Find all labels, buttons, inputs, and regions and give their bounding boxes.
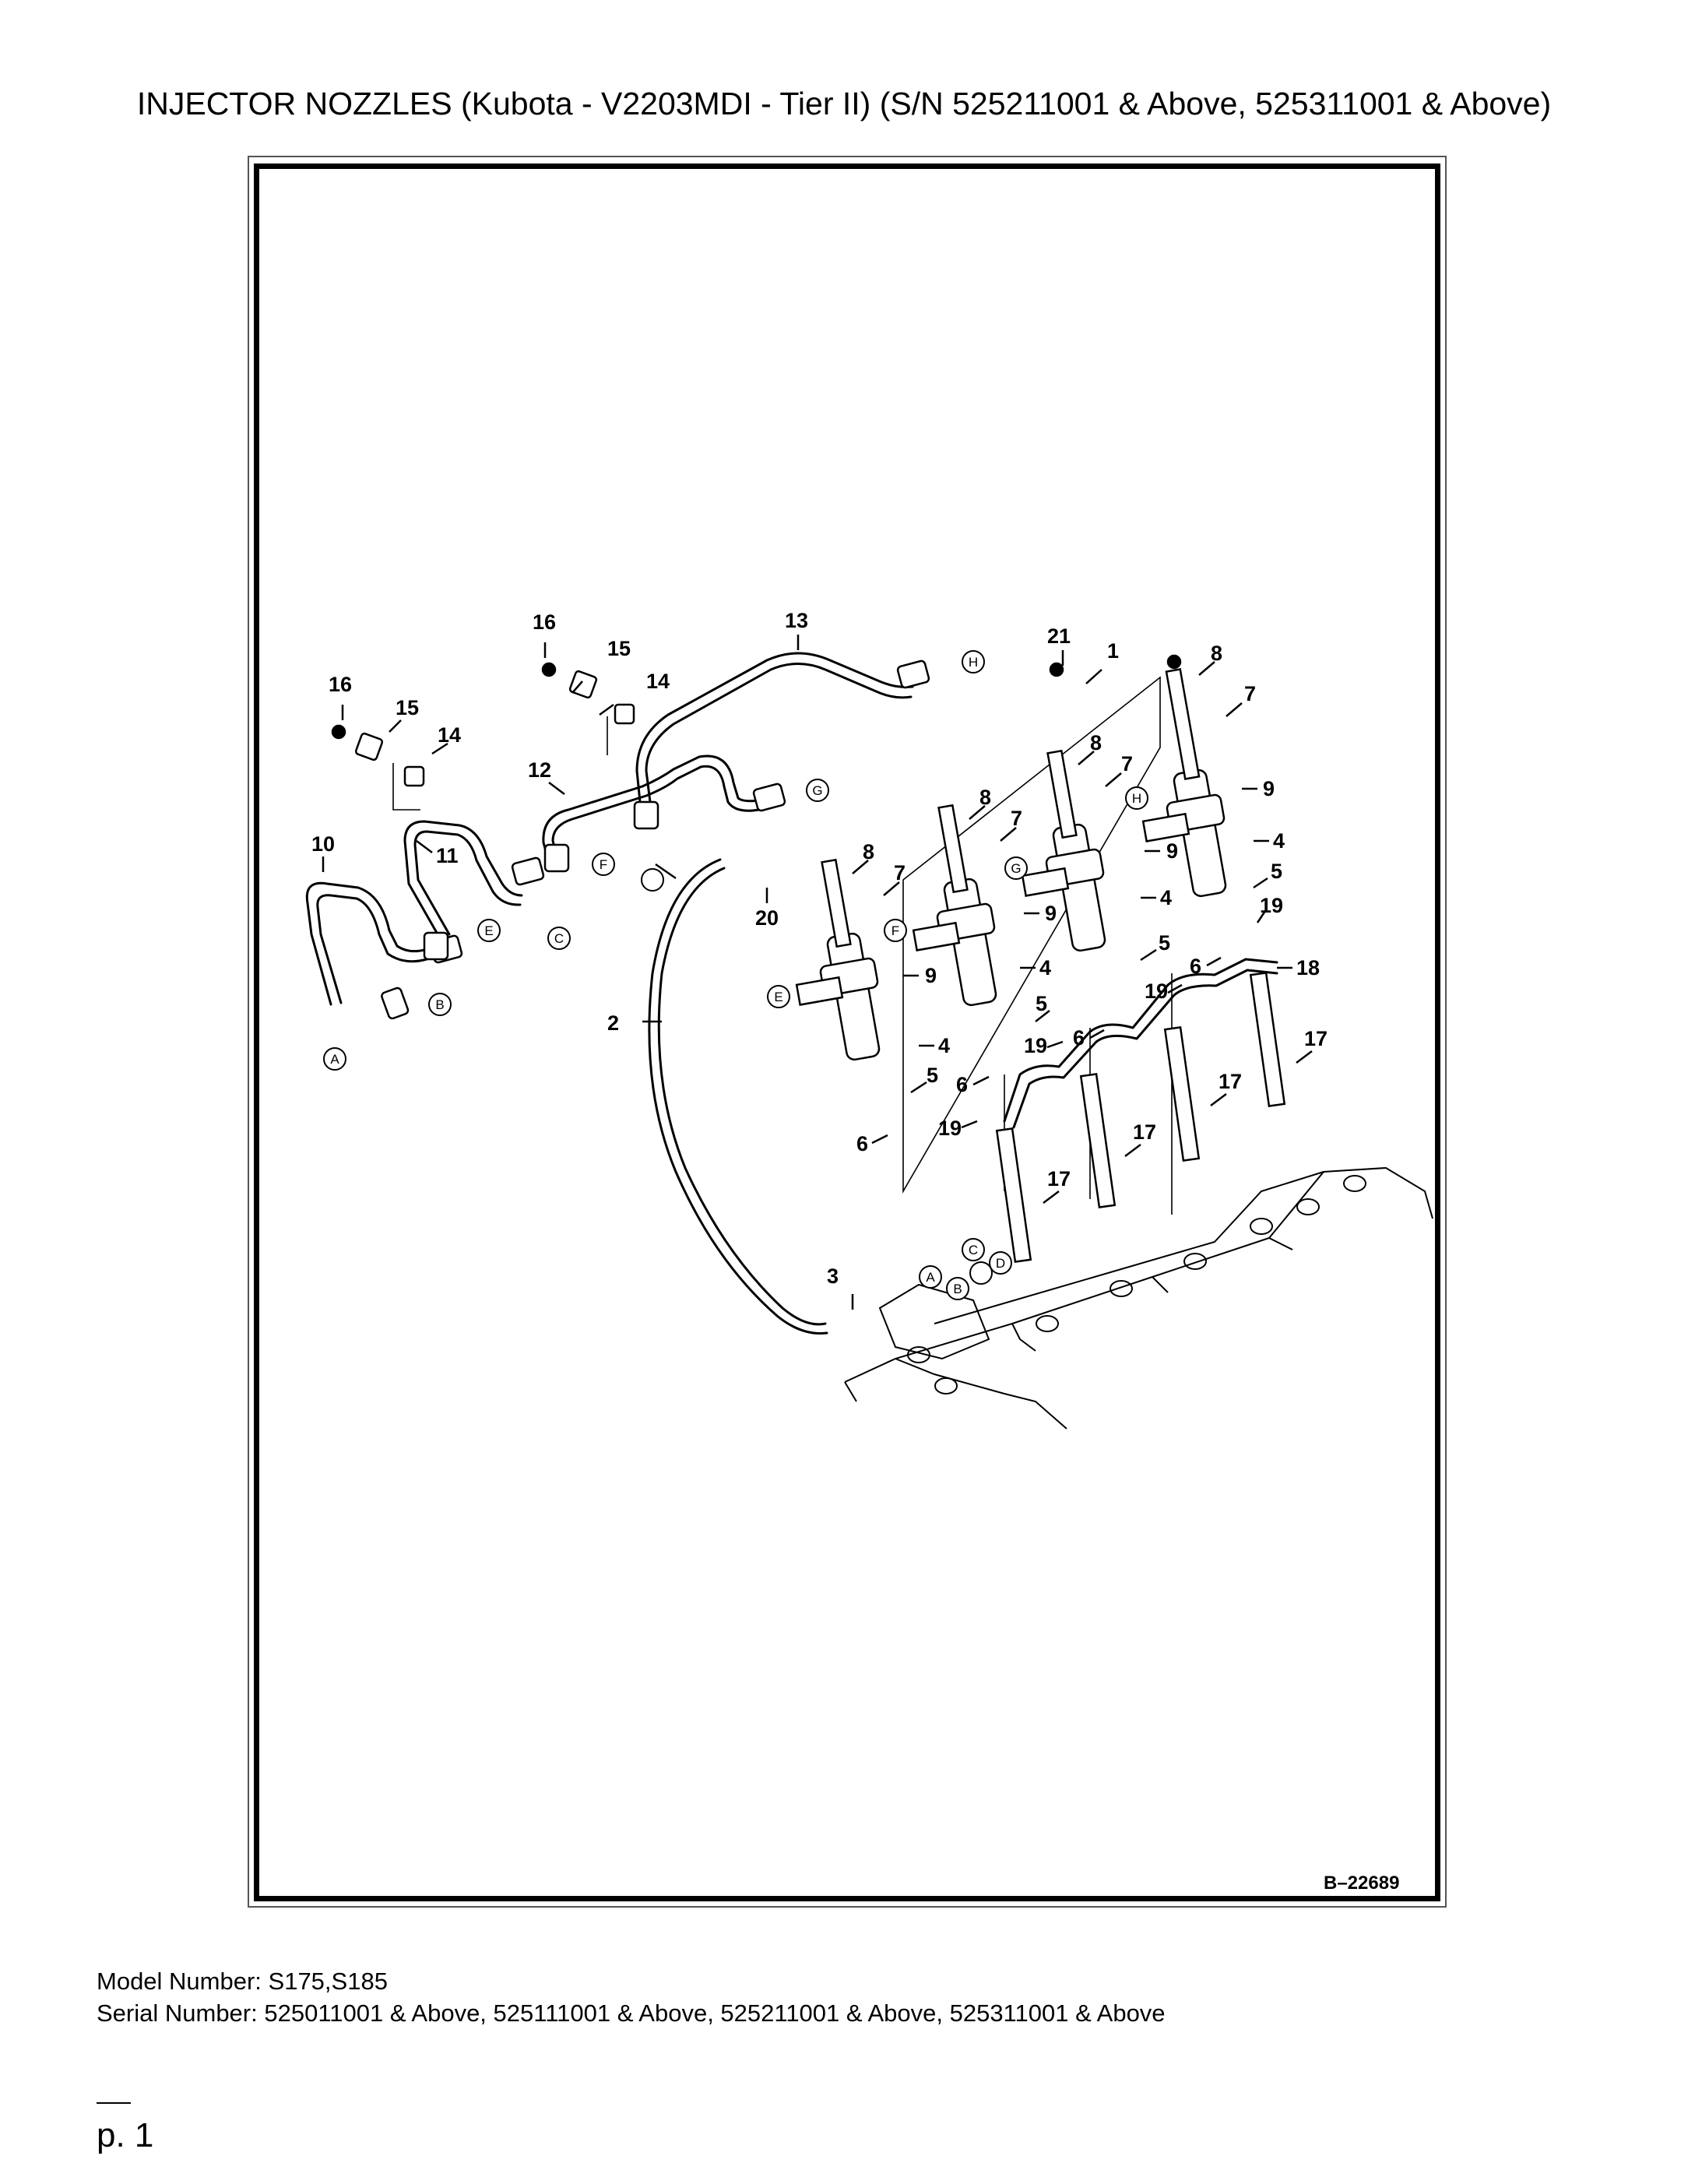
injector-1 — [795, 858, 881, 1061]
callout-5-a: 5 — [927, 1064, 938, 1087]
clamps — [331, 654, 1182, 787]
injection-pipe-13 — [645, 663, 913, 804]
callout-19-a: 19 — [938, 1117, 962, 1140]
callout-10: 10 — [311, 832, 335, 856]
callout-16-a: 16 — [329, 673, 352, 696]
callout-6-d: 6 — [1190, 955, 1201, 978]
injection-pipe-10 — [305, 881, 426, 1006]
connection-markers — [323, 650, 1148, 1300]
injector-nozzles — [381, 659, 1286, 1263]
page-title: INJECTOR NOZZLES (Kubota - V2203MDI - Ti… — [136, 86, 1552, 121]
injection-pipe-12 — [551, 765, 772, 866]
callout-4-c: 4 — [1160, 886, 1172, 909]
connection-ref-c: C — [554, 931, 564, 946]
callout-20: 20 — [755, 906, 779, 930]
connection-ref-c-head: C — [969, 1243, 978, 1257]
callout-1: 1 — [1107, 639, 1119, 663]
cylinder-head-outline — [844, 1166, 1433, 1430]
connection-ref-b-head: B — [953, 1282, 962, 1296]
glow-plug-1 — [995, 1127, 1032, 1263]
callout-18: 18 — [1296, 956, 1320, 979]
leak-off-hose-2 — [657, 867, 827, 1326]
overflow-pipe-18 — [1003, 958, 1278, 1123]
callout-17-a: 17 — [1047, 1167, 1071, 1190]
callout-21: 21 — [1047, 624, 1071, 648]
callout-4-b: 4 — [1039, 956, 1051, 979]
callout-6-b: 6 — [956, 1073, 968, 1096]
connection-ref-b: B — [435, 997, 444, 1012]
callout-12: 12 — [528, 758, 551, 782]
leader-lines — [322, 635, 1313, 1310]
connection-ref-h: H — [969, 655, 978, 670]
callout-3: 3 — [827, 1264, 839, 1288]
page-number: p. 1 — [97, 2116, 154, 2154]
callout-2: 2 — [607, 1011, 619, 1035]
diagram-frame-outer — [248, 156, 1447, 1908]
callout-8-d: 8 — [1211, 642, 1222, 665]
callout-7-a: 7 — [894, 861, 906, 885]
injector-2 — [912, 804, 997, 1007]
figure-code: B–22689 — [1324, 1873, 1400, 1894]
callout-19-d: 19 — [1260, 894, 1283, 917]
callout-5-d: 5 — [1271, 860, 1282, 883]
callout-4-a: 4 — [938, 1034, 950, 1057]
callout-6-a: 6 — [856, 1132, 868, 1155]
callout-8-c: 8 — [1090, 731, 1102, 754]
connection-ref-f-injector: F — [891, 923, 899, 938]
callout-9-c: 9 — [1166, 839, 1178, 863]
callout-8-b: 8 — [979, 786, 991, 809]
callout-19-c: 19 — [1145, 979, 1168, 1003]
connection-ref-a: A — [330, 1052, 339, 1067]
callout-6-c: 6 — [1073, 1026, 1085, 1050]
callout-17-b: 17 — [1133, 1120, 1156, 1144]
callout-13: 13 — [785, 609, 808, 632]
glow-plug-3 — [1163, 1026, 1201, 1162]
callout-5-b: 5 — [1036, 992, 1047, 1015]
callout-15-a: 15 — [396, 696, 419, 719]
callout-15-b: 15 — [607, 637, 631, 660]
glow-plug-4 — [1249, 972, 1286, 1107]
connection-ref-d: D — [996, 1256, 1005, 1271]
connection-ref-g: G — [812, 783, 822, 798]
engine-head — [844, 1166, 1433, 1430]
connection-ref-a-head: A — [926, 1270, 935, 1285]
callout-14-a: 14 — [438, 723, 461, 747]
callout-9-d: 9 — [1263, 777, 1275, 800]
connection-ref-h-injector: H — [1132, 791, 1141, 806]
callout-7-d: 7 — [1244, 682, 1256, 705]
injector-4 — [1141, 668, 1227, 898]
glow-plug-2 — [1079, 1073, 1117, 1208]
model-number: Model Number: S175,S185 — [97, 1968, 388, 1995]
injector-3 — [1021, 749, 1106, 952]
diagram-frame — [254, 164, 1440, 1901]
callout-labels: 1 2 3 4 4 4 4 5 5 5 5 6 6 6 6 7 7 7 7 8 … — [311, 609, 1328, 1288]
connection-ref-f: F — [600, 857, 607, 872]
callout-7-b: 7 — [1011, 807, 1022, 830]
callout-16-b: 16 — [533, 610, 556, 634]
callout-11: 11 — [436, 844, 459, 867]
callout-9-b: 9 — [1045, 902, 1057, 925]
callout-17-c: 17 — [1219, 1070, 1242, 1093]
injection-pipe-11 — [403, 820, 523, 940]
callout-14-b: 14 — [646, 670, 670, 693]
connection-labels: A B C D E F G H A B C E F G H — [330, 655, 1141, 1296]
page-number-rule — [97, 2102, 131, 2104]
callout-9-a: 9 — [925, 964, 937, 987]
callout-7-c: 7 — [1121, 752, 1133, 775]
callout-19-b: 19 — [1024, 1034, 1047, 1057]
callout-5-c: 5 — [1159, 931, 1170, 955]
connection-ref-e-injector: E — [774, 990, 782, 1004]
connection-ref-g-injector: G — [1011, 861, 1021, 876]
callout-4-d: 4 — [1273, 829, 1285, 853]
callout-17-d: 17 — [1304, 1027, 1328, 1050]
callout-8-a: 8 — [863, 840, 874, 863]
connection-ref-e: E — [484, 923, 493, 938]
tubes — [305, 652, 1278, 1335]
serial-number: Serial Number: 525011001 & Above, 525111… — [97, 1999, 1166, 2027]
